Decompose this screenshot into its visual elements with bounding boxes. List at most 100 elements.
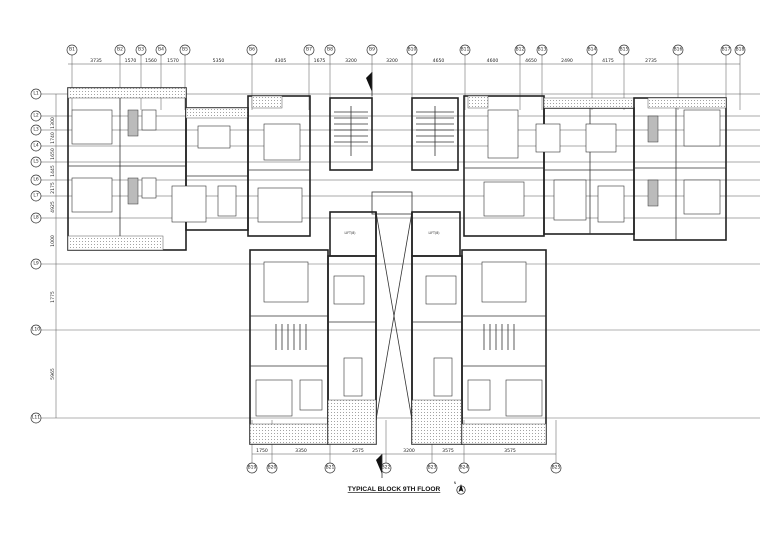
grid-bubble-top-label: B17 — [722, 47, 731, 53]
dimension-label-top: 3200 — [386, 58, 398, 64]
grid-bubble-left-label: L6 — [33, 177, 39, 183]
north-arrow-icon: N — [454, 481, 466, 495]
grid-bubble-left-label: L8 — [33, 215, 39, 221]
grid-bubble-top — [179, 44, 191, 56]
dimension-label-bottom: 3575 — [504, 448, 516, 454]
grid-bubble-left-label: L11 — [32, 415, 40, 421]
dimension-label-top: 5350 — [213, 58, 225, 64]
grid-bubble-left — [30, 124, 42, 136]
grid-bubble-top — [406, 44, 418, 56]
drawing-title-block: TYPICAL BLOCK 9TH FLOOR N — [348, 481, 466, 495]
grid-bubble-left-label: L2 — [33, 113, 39, 119]
grid-bubble-bottom-label: B20 — [268, 465, 277, 471]
grid-bubble-top — [246, 44, 258, 56]
grid-bubble-top-label: B6 — [249, 47, 255, 53]
dimension-label-bottom: 3200 — [403, 448, 415, 454]
grid-bubble-left — [30, 324, 42, 336]
stair-upper-right — [416, 106, 454, 156]
grid-bubble-top-label: B18 — [736, 47, 745, 53]
grid-bubble-left — [30, 258, 42, 270]
dimension-label-top: 1560 — [145, 58, 157, 64]
dimension-label-top: 4650 — [525, 58, 537, 64]
grid-bubble-left-label: L5 — [33, 159, 39, 165]
grid-bubble-bottom — [324, 462, 336, 474]
drawing-title: TYPICAL BLOCK 9TH FLOOR — [348, 486, 441, 493]
grid-bubble-left — [30, 140, 42, 152]
dimension-label-top: 3735 — [90, 58, 102, 64]
dimension-label-top: 3200 — [345, 58, 357, 64]
dimension-label-left: 1445 — [50, 165, 56, 177]
grid-bubble-top — [459, 44, 471, 56]
grid-bubble-top — [324, 44, 336, 56]
grid-bubble-top-label: B14 — [588, 47, 597, 53]
grid-bubble-left — [30, 212, 42, 224]
grid-bubble-bottom-label: B21 — [326, 465, 335, 471]
grid-bubble-left-label: L1 — [33, 91, 39, 97]
dimension-label-top: 4175 — [602, 58, 614, 64]
dimension-label-bottom: 1750 — [256, 448, 268, 454]
dimension-label-left: 1300 — [50, 117, 56, 129]
section-marker-top — [366, 72, 373, 96]
dimension-label-left: 1775 — [50, 291, 56, 303]
grid-bubble-top-label: B12 — [516, 47, 525, 53]
grid-bubble-top-label: B2 — [117, 47, 123, 53]
grid-bubble-top-label: B10 — [408, 47, 417, 53]
grid-bubble-bottom — [246, 462, 258, 474]
grid-bubble-bottom — [550, 462, 562, 474]
grid-bubble-left — [30, 88, 42, 100]
lift-a-tag: LIFT(8) — [345, 231, 356, 235]
dimension-label-left: 5965 — [50, 368, 56, 380]
grid-bubble-top — [366, 44, 378, 56]
grid-bubble-top — [135, 44, 147, 56]
dimension-label-left: 1740 — [50, 132, 56, 144]
dimension-label-left: 4925 — [50, 201, 56, 213]
grid-bubble-left — [30, 110, 42, 122]
dimension-label-left: 1000 — [50, 235, 56, 247]
grid-bubble-top-label: B5 — [182, 47, 188, 53]
grid-bubble-top-label: B11 — [461, 47, 470, 53]
grid-bubble-top — [734, 44, 746, 56]
lift-b-tag: LIFT(8) — [429, 231, 440, 235]
grid-bubble-top-label: B4 — [158, 47, 164, 53]
grid-bubble-top — [66, 44, 78, 56]
grid-bubble-bottom-label: B24 — [460, 465, 469, 471]
grid-bubble-left-label: L3 — [33, 127, 39, 133]
grid-bubble-top — [114, 44, 126, 56]
grid-bubble-bottom-label: B23 — [428, 465, 437, 471]
stair-upper-left — [334, 106, 368, 156]
grid-bubble-left — [30, 190, 42, 202]
stair-lower-right — [483, 324, 515, 350]
dimension-label-bottom: 3575 — [442, 448, 454, 454]
grid-bubble-bottom — [426, 462, 438, 474]
grid-bubble-top-label: B15 — [620, 47, 629, 53]
grid-bubble-top — [586, 44, 598, 56]
upper-left-wing — [67, 87, 311, 251]
grid-bubble-left-label: L10 — [32, 327, 40, 333]
grid-bubble-left — [30, 412, 42, 424]
grid-bubble-top — [155, 44, 167, 56]
lower-left-wing — [249, 249, 377, 445]
dimension-label-left: 1650 — [50, 148, 56, 160]
grid-bubble-bottom-label: B22 — [382, 465, 391, 471]
grid-bubble-bottom-label: B19 — [248, 465, 257, 471]
dimension-label-top: 2490 — [561, 58, 573, 64]
grid-bubble-left-label: L7 — [33, 193, 39, 199]
grid-bubble-top — [536, 44, 548, 56]
dimension-label-top: 1570 — [125, 58, 137, 64]
grid-bubble-top-label: B3 — [138, 47, 144, 53]
grid-bubble-top-label: B8 — [327, 47, 333, 53]
lower-right-wing — [411, 249, 547, 445]
dimension-label-top: 4305 — [275, 58, 287, 64]
grid-bubble-top-label: B1 — [69, 47, 75, 53]
dimension-label-bottom: 3350 — [295, 448, 307, 454]
grid-bubble-bottom — [266, 462, 278, 474]
dimension-label-top: 1675 — [314, 58, 326, 64]
grid-bubble-left-label: L9 — [33, 261, 39, 267]
grid-bubble-bottom — [458, 462, 470, 474]
grid-bubble-top-label: B9 — [369, 47, 375, 53]
grid-bubble-top-label: B7 — [306, 47, 312, 53]
grid-bubble-top — [514, 44, 526, 56]
